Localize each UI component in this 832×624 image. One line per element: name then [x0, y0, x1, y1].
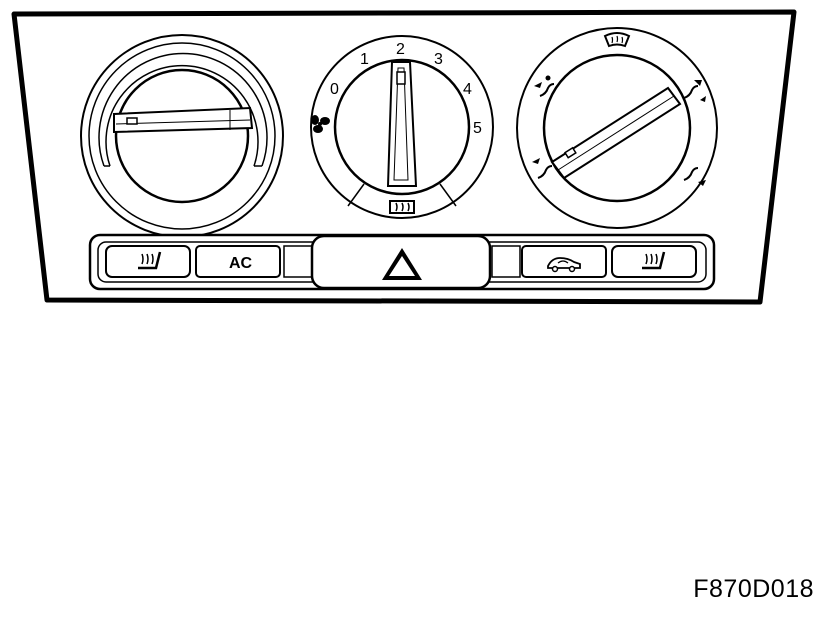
recirculation-button[interactable] [521, 245, 607, 278]
air-distribution-floor-icon [683, 167, 706, 186]
fan-scale-5: 5 [473, 120, 482, 137]
fan-scale-3: 3 [434, 51, 443, 68]
recirculation-car-icon [547, 257, 581, 273]
ac-button[interactable]: AC [195, 245, 281, 278]
blank-switch-right [491, 245, 521, 278]
fan-icon [311, 115, 330, 133]
temperature-knob[interactable] [80, 34, 284, 238]
hazard-warning-icon [382, 248, 422, 280]
air-distribution-floor-defrost-icon [683, 80, 706, 102]
seat-heater-icon [138, 251, 162, 270]
fan-scale-0: 0 [330, 81, 339, 98]
fan-scale-1: 1 [360, 51, 369, 68]
rear-window-defrost-icon [389, 200, 415, 214]
seat-heater-icon [642, 251, 666, 270]
windshield-defrost-icon [603, 32, 631, 48]
air-distribution-vent-icon [534, 75, 555, 97]
ac-button-label: AC [229, 255, 253, 272]
hazard-warning-button[interactable] [310, 234, 492, 290]
air-distribution-knob[interactable] [516, 27, 718, 229]
fan-scale-2: 2 [396, 41, 405, 58]
left-seat-heater-button[interactable] [105, 245, 191, 278]
blank-switch-left [283, 245, 313, 278]
fan-speed-knob[interactable] [310, 35, 494, 219]
right-seat-heater-button[interactable] [611, 245, 697, 278]
figure-code: F870D018 [693, 575, 814, 603]
fan-scale-4: 4 [463, 81, 472, 98]
air-distribution-face-icon [532, 158, 553, 179]
